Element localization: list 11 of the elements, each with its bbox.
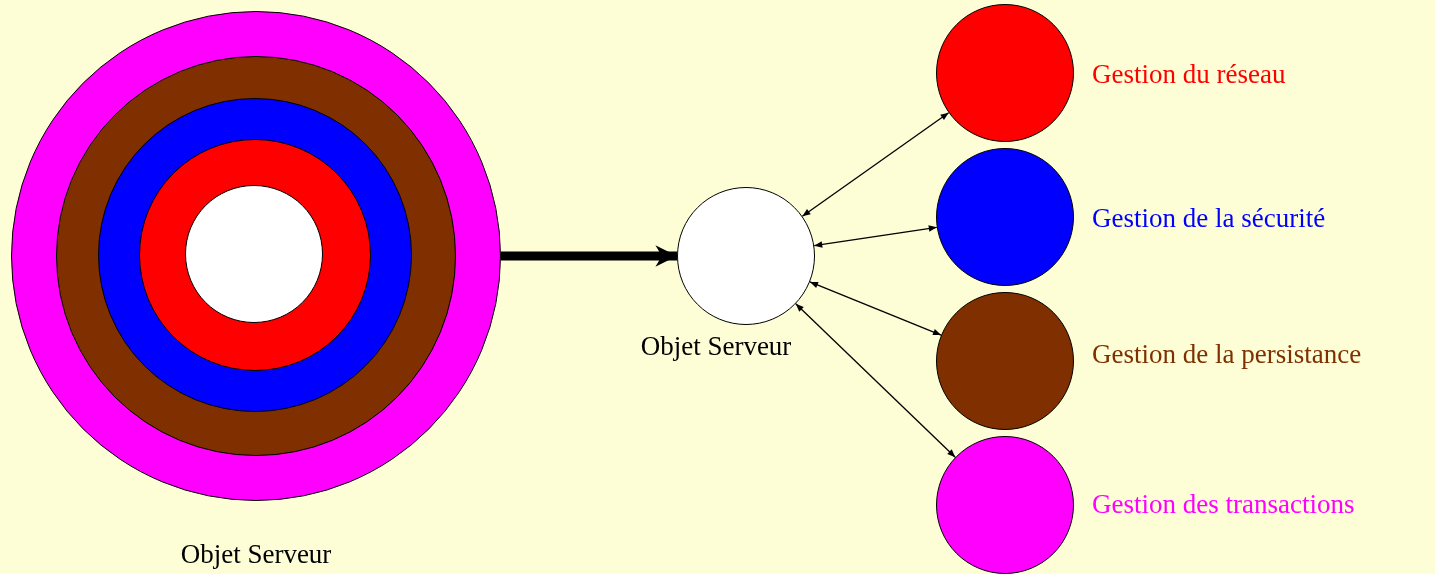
circle-caption: Gestion du réseau — [1092, 61, 1286, 88]
circle-caption: Objet Serveur — [640, 333, 792, 360]
circle-caption: Gestion des transactions — [1092, 491, 1355, 518]
arrow — [801, 112, 950, 217]
arrow — [809, 281, 942, 336]
arrow — [813, 225, 938, 248]
circle-caption: Objet Serveur — [180, 541, 332, 568]
arrow — [501, 245, 677, 267]
circle-caption: Gestion de la persistance — [1092, 341, 1362, 368]
circle-caption: Gestion de la sécurité — [1092, 205, 1326, 232]
arrow — [795, 303, 956, 458]
